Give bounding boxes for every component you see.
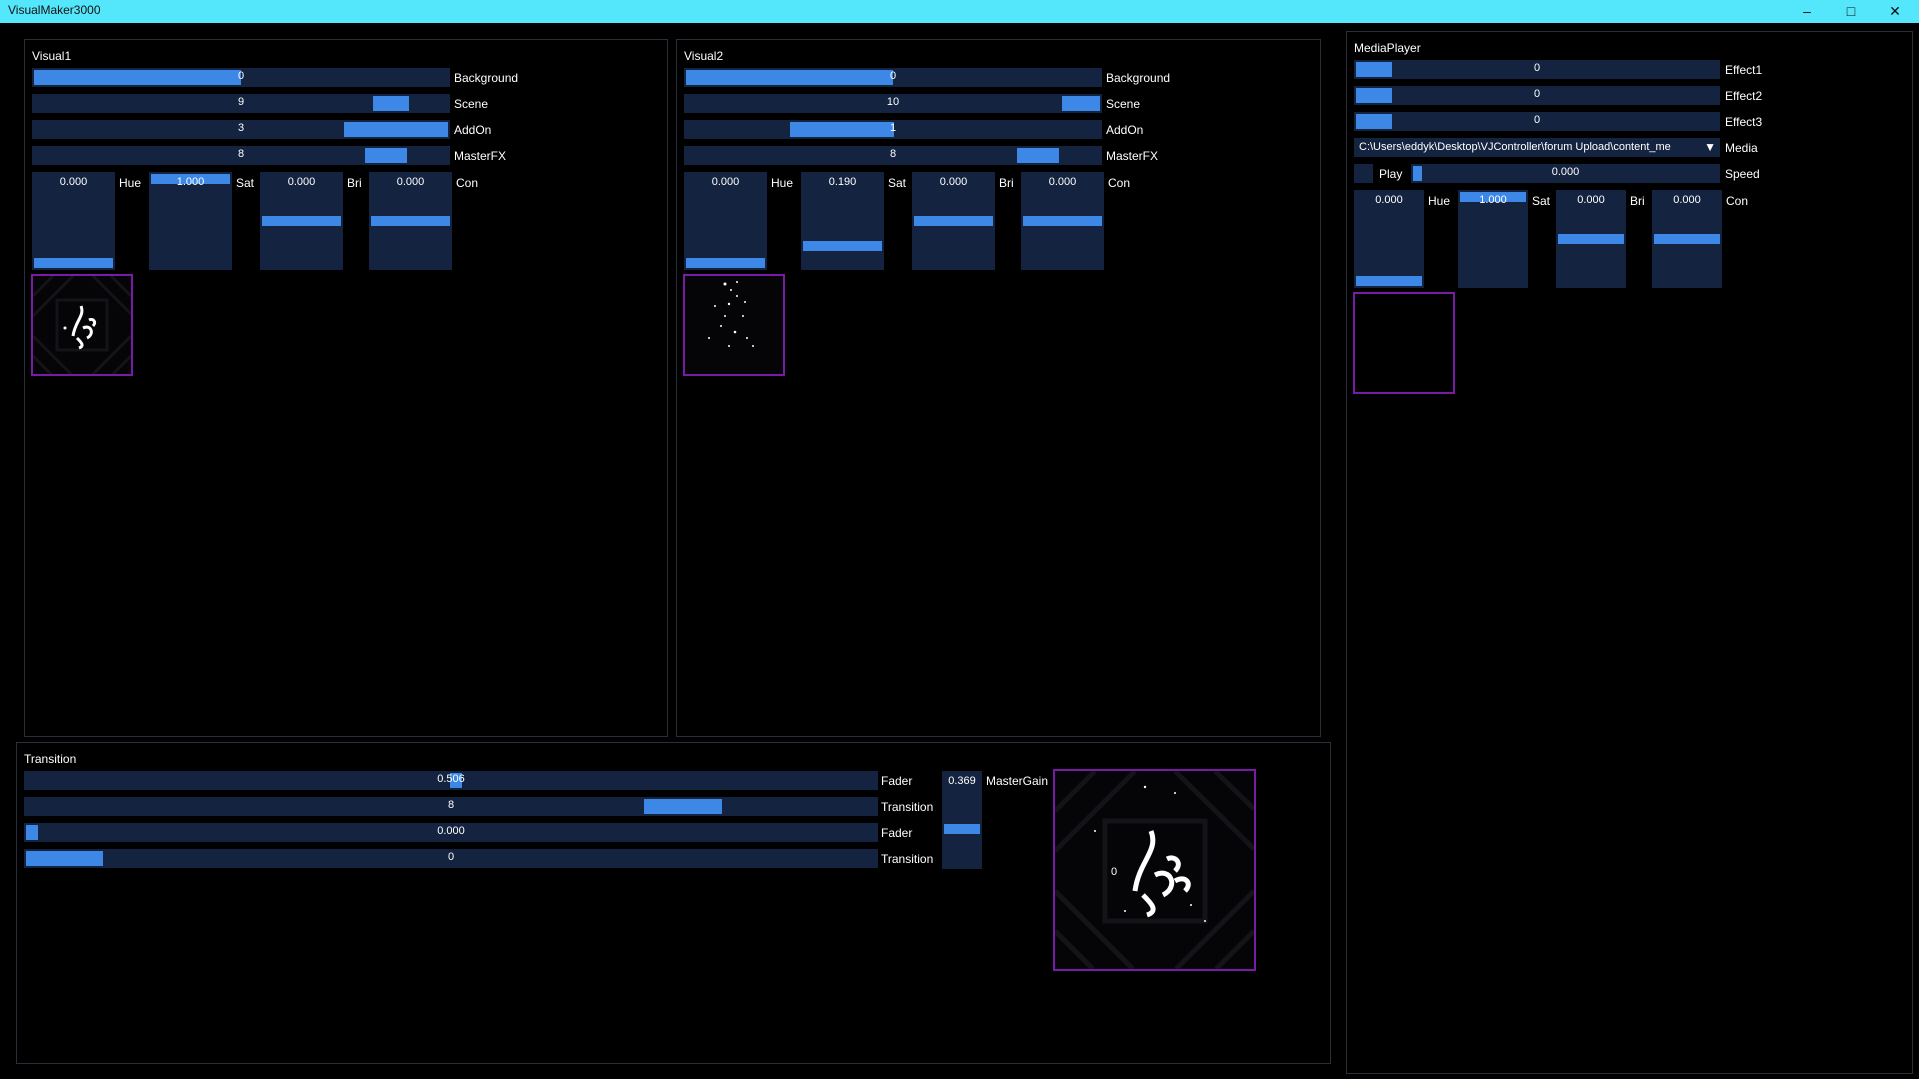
output-preview-image: 0 <box>1055 771 1254 969</box>
mastergain-slider[interactable]: 0.369 <box>942 771 982 869</box>
fader-label: Fader <box>881 774 913 788</box>
visual1-masterfx-label: MasterFX <box>454 149 507 163</box>
mediaplayer-hue-slider[interactable]: 0.000 <box>1354 190 1424 288</box>
visual1-title: Visual1 <box>32 49 72 63</box>
visual1-hue-slider[interactable]: 0.000 <box>32 172 115 270</box>
mediaplayer-hue-label: Hue <box>1428 194 1451 208</box>
effect3-label: Effect3 <box>1725 115 1763 129</box>
mediaplayer-title: MediaPlayer <box>1354 41 1421 55</box>
play-label: Play <box>1379 167 1403 181</box>
effect1-slider[interactable]: 0 <box>1354 60 1720 79</box>
transition-slider[interactable]: 8 <box>24 797 878 816</box>
transition-panel <box>16 742 1331 1064</box>
visual1-preview <box>31 274 133 376</box>
fader2-label: Fader <box>881 826 913 840</box>
mediaplayer-preview <box>1353 292 1455 394</box>
effect2-slider[interactable]: 0 <box>1354 86 1720 105</box>
output-preview: 0 <box>1053 769 1256 971</box>
mediaplayer-bri-slider[interactable]: 0.000 <box>1556 190 1626 288</box>
effect1-label: Effect1 <box>1725 63 1763 77</box>
visual2-bri-label: Bri <box>999 176 1014 190</box>
effect2-label: Effect2 <box>1725 89 1763 103</box>
visual2-preview <box>683 274 785 376</box>
mediaplayer-sat-slider[interactable]: 1.000 <box>1458 190 1528 288</box>
play-checkbox[interactable] <box>1354 164 1373 183</box>
visual2-bri-slider[interactable]: 0.000 <box>912 172 995 270</box>
speed-slider[interactable]: 0.000 <box>1411 164 1720 183</box>
visual1-bri-label: Bri <box>347 176 362 190</box>
transition-title: Transition <box>24 752 77 766</box>
visual1-scene-slider[interactable]: 9 <box>32 94 450 113</box>
visual2-hue-label: Hue <box>771 176 794 190</box>
visual2-con-slider[interactable]: 0.000 <box>1021 172 1104 270</box>
visual2-panel <box>676 39 1321 737</box>
media-select[interactable]: C:\Users\eddyk\Desktop\VJController\foru… <box>1354 138 1720 157</box>
visual1-masterfx-slider[interactable]: 8 <box>32 146 450 165</box>
visual2-preview-image <box>708 281 754 347</box>
visual1-scene-label: Scene <box>454 97 489 111</box>
visual1-con-slider[interactable]: 0.000 <box>369 172 452 270</box>
close-icon[interactable]: ✕ <box>1889 3 1901 19</box>
visual2-background-label: Background <box>1106 71 1171 85</box>
visual1-preview-image <box>33 276 131 374</box>
visual2-scene-slider[interactable]: 10 <box>684 94 1102 113</box>
visual1-sat-label: Sat <box>236 176 255 190</box>
visual2-hue-slider[interactable]: 0.000 <box>684 172 767 270</box>
visual2-addon-label: AddOn <box>1106 123 1144 137</box>
speed-label: Speed <box>1725 167 1760 181</box>
fader2-slider[interactable]: 0.000 <box>24 823 878 842</box>
visual2-con-label: Con <box>1108 176 1131 190</box>
visual1-sat-slider[interactable]: 1.000 <box>149 172 232 270</box>
mediaplayer-con-slider[interactable]: 0.000 <box>1652 190 1722 288</box>
visual2-sat-slider[interactable]: 0.190 <box>801 172 884 270</box>
visual2-sat-label: Sat <box>888 176 907 190</box>
output-preview-value: 0 <box>1111 866 1117 878</box>
visual2-masterfx-label: MasterFX <box>1106 149 1159 163</box>
transition2-slider[interactable]: 0 <box>24 849 878 868</box>
effect3-slider[interactable]: 0 <box>1354 112 1720 131</box>
minimize-icon[interactable]: – <box>1803 3 1811 19</box>
transition2-label: Transition <box>881 852 934 866</box>
visual2-masterfx-slider[interactable]: 8 <box>684 146 1102 165</box>
maximize-icon[interactable]: □ <box>1846 3 1856 19</box>
title-bar: VisualMaker3000 – □ ✕ <box>0 0 1919 23</box>
visual1-con-label: Con <box>456 176 479 190</box>
transition-label: Transition <box>881 800 934 814</box>
visual1-bri-slider[interactable]: 0.000 <box>260 172 343 270</box>
visual1-background-slider[interactable]: 0 <box>32 68 450 87</box>
mediaplayer-panel <box>1346 31 1913 1074</box>
fader-slider[interactable]: 0.506 <box>24 771 878 790</box>
visual2-title: Visual2 <box>684 49 724 63</box>
visual1-panel <box>24 39 668 737</box>
visual2-scene-label: Scene <box>1106 97 1141 111</box>
mediaplayer-sat-label: Sat <box>1532 194 1551 208</box>
mediaplayer-bri-label: Bri <box>1630 194 1645 208</box>
chevron-down-icon[interactable]: ▼ <box>1704 140 1716 154</box>
media-label: Media <box>1725 141 1758 155</box>
visual1-addon-slider[interactable]: 3 <box>32 120 450 139</box>
visual2-addon-slider[interactable]: 1 <box>684 120 1102 139</box>
visual1-hue-label: Hue <box>119 176 142 190</box>
visual1-addon-label: AddOn <box>454 123 492 137</box>
window-title: VisualMaker3000 <box>8 3 101 17</box>
visual1-background-label: Background <box>454 71 519 85</box>
mediaplayer-con-label: Con <box>1726 194 1749 208</box>
mastergain-label: MasterGain <box>986 774 1049 788</box>
visual2-background-slider[interactable]: 0 <box>684 68 1102 87</box>
